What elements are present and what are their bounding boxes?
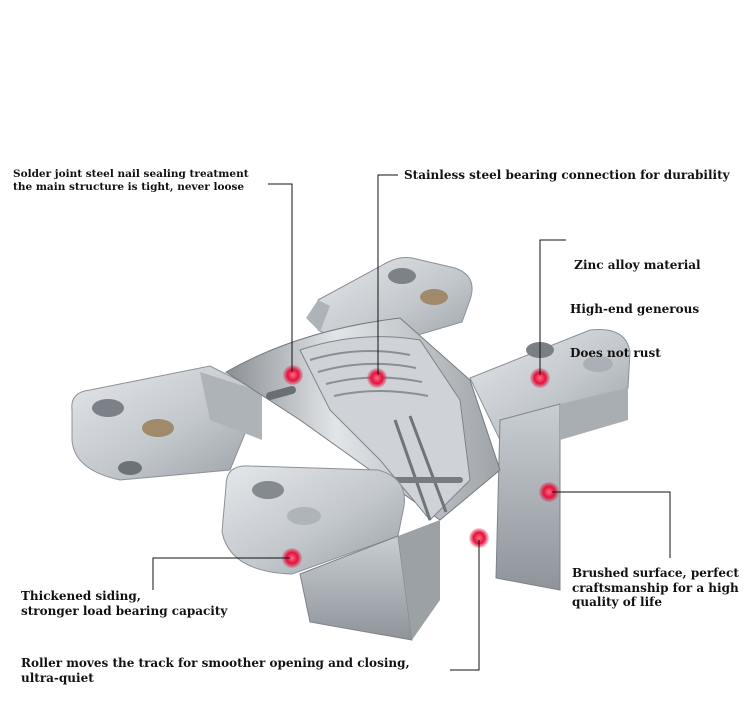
label-solder-joint-line-1: Solder joint steel nail sealing treatmen… — [13, 168, 249, 180]
right-leaf — [469, 328, 631, 591]
leader-roller — [450, 540, 480, 671]
label-zinc-alloy-line-3: Does not rust — [570, 346, 661, 360]
leader-lines — [152, 174, 671, 671]
leader-solder-joint — [268, 183, 293, 372]
leader-bearing — [377, 174, 398, 375]
label-solder-joint-line-2: the main structure is tight, never loose — [13, 180, 245, 193]
left-leaf — [71, 365, 263, 481]
label-siding-line-1: Thickened siding, — [21, 589, 141, 603]
marker-roller — [469, 528, 489, 548]
label-siding: Thickened siding, stronger load bearing … — [21, 589, 227, 618]
marker-brushed-surface — [539, 482, 559, 502]
label-roller: Roller moves the track for smoother open… — [21, 656, 410, 685]
leader-zinc-alloy — [539, 239, 566, 375]
feature-markers — [282, 365, 559, 568]
label-brushed-surface-line-2: craftsmanship for a high — [572, 580, 739, 595]
label-solder-joint: Solder joint steel nail sealing treatmen… — [13, 168, 249, 194]
marker-siding — [282, 548, 302, 568]
marker-bearing — [367, 368, 387, 388]
label-brushed-surface-line-1: Brushed surface, perfect — [572, 566, 739, 580]
leader-siding — [152, 557, 290, 590]
label-brushed-surface: Brushed surface, perfect craftsmanship f… — [572, 566, 739, 610]
label-bearing-line-1: Stainless steel bearing connection for d… — [404, 168, 730, 182]
marker-zinc-alloy — [530, 368, 550, 388]
front-left-leaf — [221, 465, 440, 641]
label-roller-line-2: ultra-quiet — [21, 670, 94, 685]
label-siding-line-2: stronger load bearing capacity — [21, 603, 228, 618]
label-zinc-alloy-line-2: High-end generous — [570, 302, 700, 317]
marker-solder-joint — [283, 365, 303, 385]
label-zinc-alloy-line-1: Zinc alloy material — [570, 258, 701, 273]
label-zinc-alloy: Zinc alloy material High-end generous Do… — [570, 229, 701, 375]
label-bearing: Stainless steel bearing connection for d… — [404, 168, 730, 183]
label-roller-line-1: Roller moves the track for smoother open… — [21, 656, 410, 670]
label-brushed-surface-line-3: quality of life — [572, 595, 662, 610]
leader-brushed-surface — [552, 491, 671, 558]
